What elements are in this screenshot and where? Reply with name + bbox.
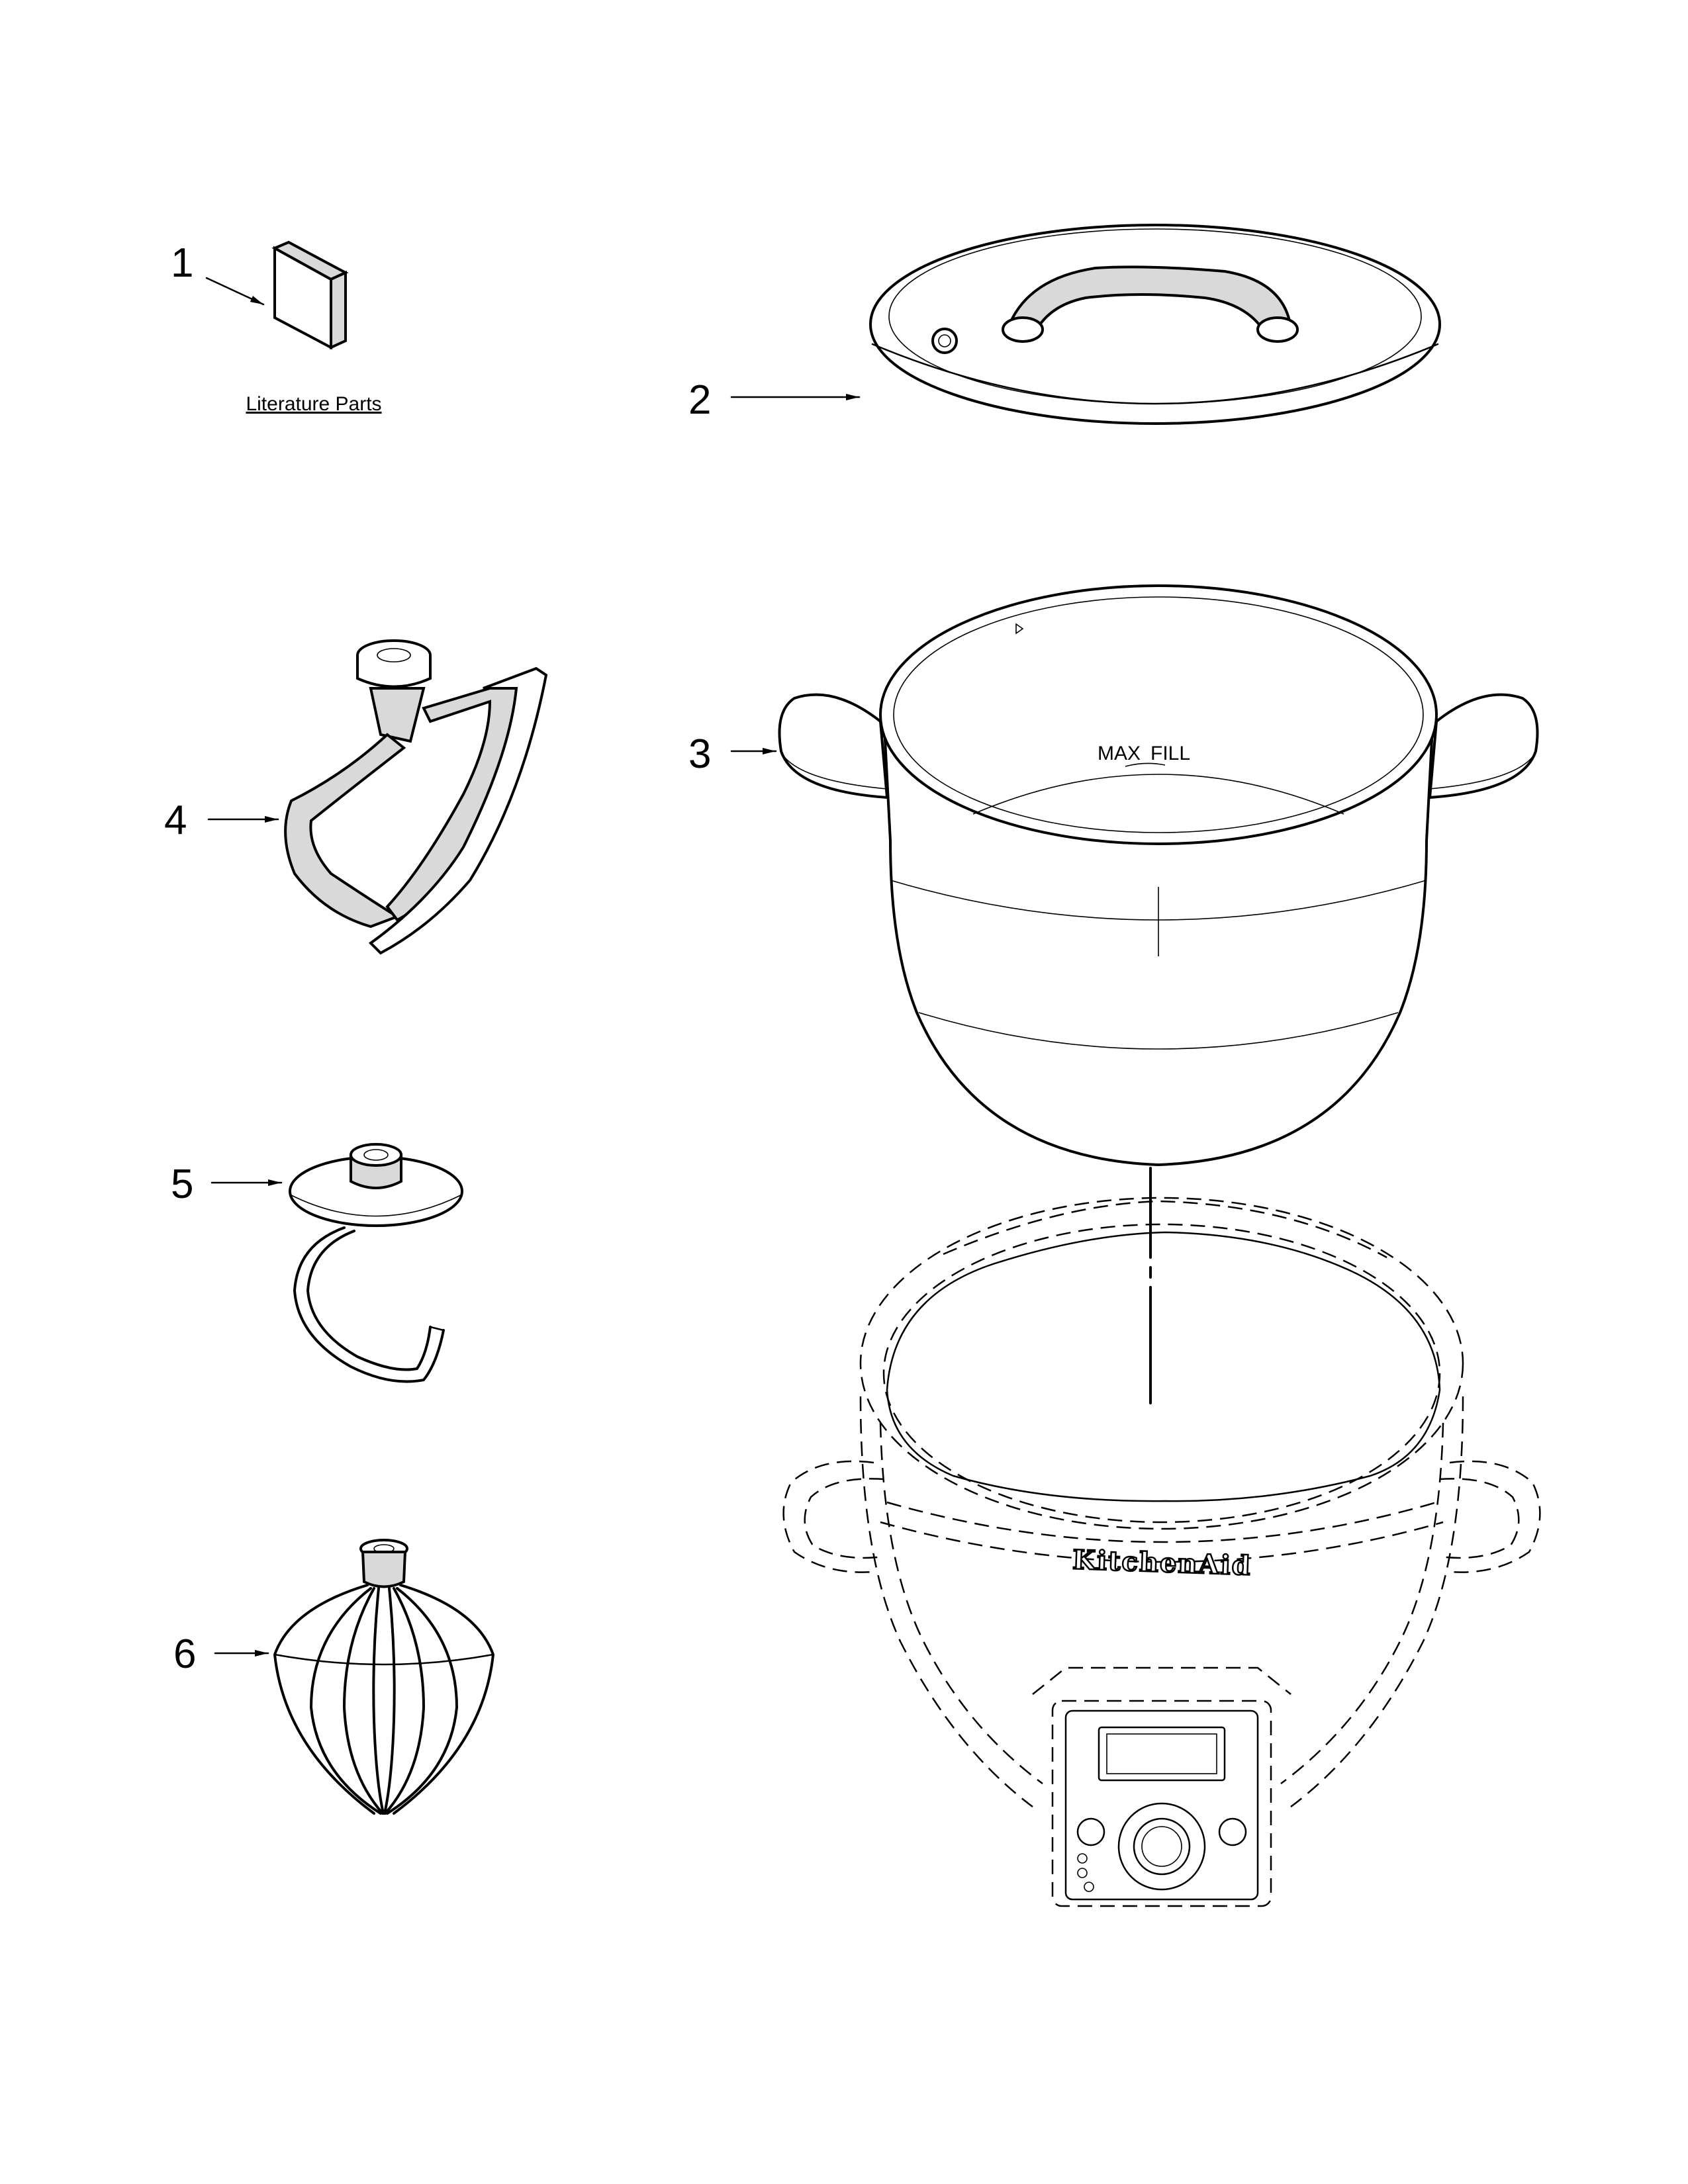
literature-parts[interactable]: 1 Literature Parts: [171, 240, 382, 415]
callout-4: 4: [164, 797, 187, 843]
dough-hook[interactable]: 5: [171, 1143, 463, 1383]
wire-whip[interactable]: 6: [173, 1539, 494, 1815]
brand-logo: KitchenAid: [1072, 1544, 1252, 1581]
literature-label: Literature Parts: [246, 393, 381, 415]
callout-3: 3: [688, 731, 711, 777]
callout-6: 6: [173, 1631, 196, 1677]
heated-base-phantom: KitchenAid: [782, 1197, 1541, 1907]
lid[interactable]: 2: [688, 224, 1441, 425]
ceramic-bowl[interactable]: MAX FILL 3: [688, 584, 1539, 1167]
max-mark: MAX: [1098, 743, 1141, 764]
callout-5: 5: [171, 1161, 193, 1207]
callout-1: 1: [171, 240, 193, 286]
fill-mark: FILL: [1150, 743, 1190, 764]
callout-2: 2: [688, 377, 711, 423]
leader-arrow-1: [205, 277, 265, 306]
flex-edge-beater[interactable]: 4: [164, 639, 548, 955]
